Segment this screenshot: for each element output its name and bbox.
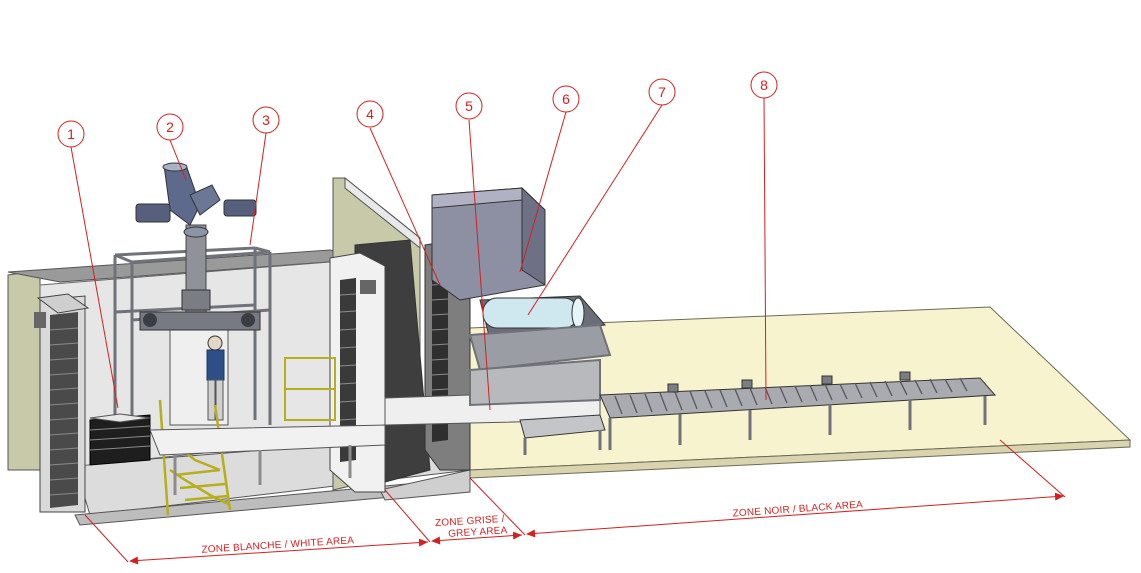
svg-text:6: 6 xyxy=(562,91,570,107)
zone-extension-lines xyxy=(84,439,1066,563)
svg-text:8: 8 xyxy=(760,77,768,93)
grey-area-label-line2: GREY AREA xyxy=(448,525,508,540)
callout-3: 3 xyxy=(252,106,280,134)
svg-text:3: 3 xyxy=(262,112,270,128)
svg-text:7: 7 xyxy=(658,84,666,100)
svg-text:5: 5 xyxy=(465,98,473,114)
callout-5: 5 xyxy=(455,92,483,120)
white-area-platform xyxy=(149,424,386,495)
bag-stack xyxy=(89,413,151,466)
svg-text:2: 2 xyxy=(166,119,174,135)
callout-2: 2 xyxy=(156,113,184,141)
callout-7: 7 xyxy=(648,78,676,106)
callout-8: 8 xyxy=(750,71,778,99)
diverter-valve xyxy=(135,162,257,238)
callout-1: 1 xyxy=(57,120,85,148)
svg-text:4: 4 xyxy=(366,106,374,122)
grey-area-dimension: ZONE GRISE / GREY AREA xyxy=(431,514,523,545)
white-area-dimension: ZONE BLANCHE / WHITE AREA xyxy=(129,535,429,565)
callout-leaders xyxy=(70,97,767,411)
operator-figure xyxy=(206,335,225,421)
callout-4: 4 xyxy=(356,100,384,128)
black-area-label: ZONE NOIR / BLACK AREA xyxy=(732,499,863,519)
white-area-label: ZONE BLANCHE / WHITE AREA xyxy=(201,535,354,556)
callout-6: 6 xyxy=(552,85,580,113)
svg-text:1: 1 xyxy=(67,126,75,142)
grey-area-label-line1: ZONE GRISE / xyxy=(435,514,505,529)
safety-gate xyxy=(284,357,336,421)
bagging-machine-frame xyxy=(468,323,612,407)
roller-conveyor xyxy=(519,371,997,455)
hopper xyxy=(431,186,546,301)
black-area-dimension: ZONE NOIR / BLACK AREA xyxy=(526,492,1065,538)
